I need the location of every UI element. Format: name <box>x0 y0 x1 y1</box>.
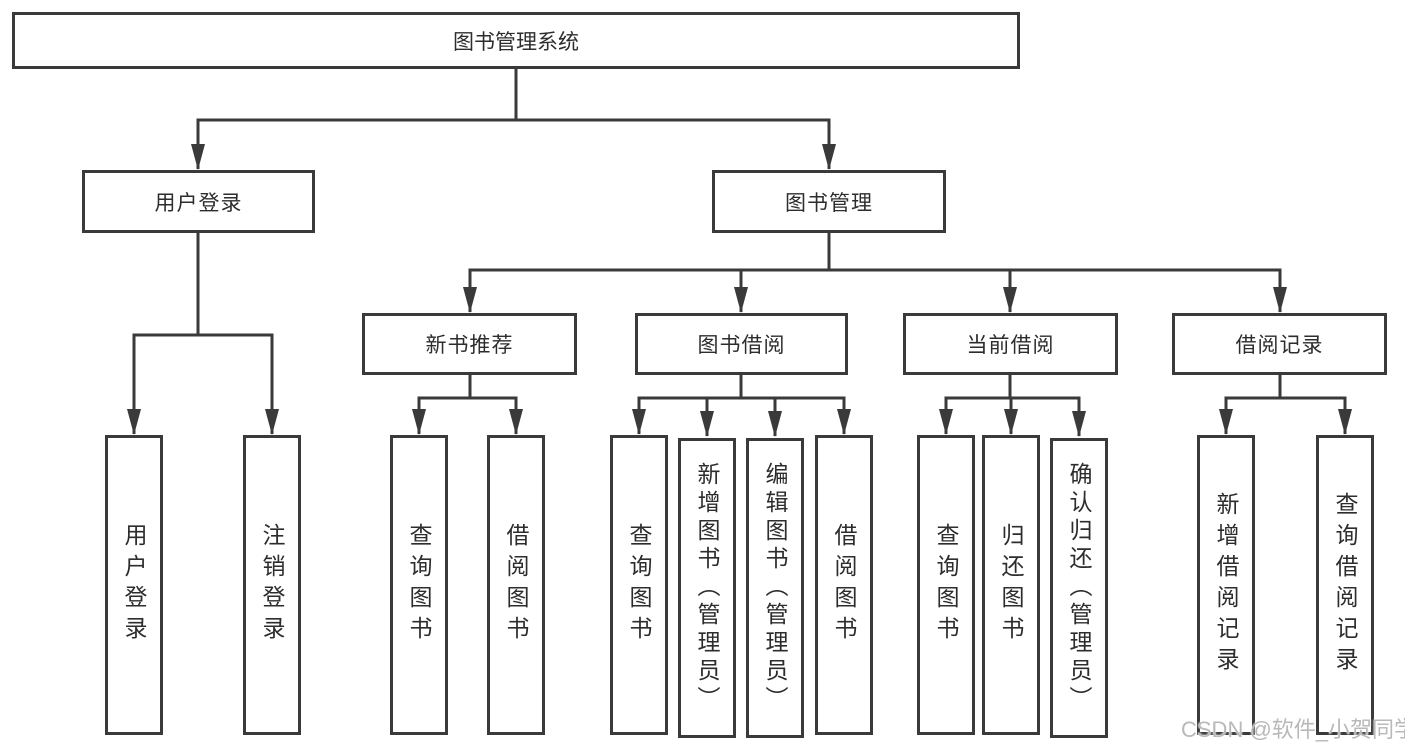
connector-new-book-recommendation-to-leaves <box>412 375 523 435</box>
leaf-bb-borrow-books: 借阅图书 <box>815 435 873 735</box>
node-borrowing-records: 借阅记录 <box>1172 313 1387 375</box>
leaf-nbr-query-books: 查询图书 <box>390 435 448 735</box>
leaf-nbr-borrow-books: 借阅图书 <box>487 435 545 735</box>
csdn-watermark: CSDN @软件_小贺同学 <box>1181 717 1405 742</box>
connector-book-borrowing-to-leaves <box>632 375 851 437</box>
connector-user-login-to-leaves <box>127 233 279 435</box>
connector-root-to-level2 <box>191 68 836 170</box>
leaf-user-login: 用户登录 <box>105 435 163 735</box>
node-user-login: 用户登录 <box>82 170 315 233</box>
node-book-management: 图书管理 <box>712 170 946 233</box>
node-book-borrowing: 图书借阅 <box>635 313 848 375</box>
connector-current-borrowing-to-leaves <box>939 375 1086 437</box>
leaf-bb-edit-book-admin: 编辑图书（管理员） <box>746 438 804 738</box>
leaf-cb-query-books: 查询图书 <box>917 435 975 735</box>
node-new-book-recommendation: 新书推荐 <box>362 313 577 375</box>
connector-book-management-to-groups <box>463 233 1287 313</box>
leaf-br-query-borrow-record: 查询借阅记录 <box>1316 435 1374 735</box>
leaf-bb-query-books: 查询图书 <box>610 435 668 735</box>
leaf-cb-confirm-return-admin: 确认归还（管理员） <box>1050 438 1108 738</box>
node-library-management-system: 图书管理系统 <box>12 12 1020 69</box>
leaf-cb-return-books: 归还图书 <box>982 435 1040 735</box>
leaf-bb-add-book-admin: 新增图书（管理员） <box>678 438 736 738</box>
leaf-logout: 注销登录 <box>243 435 301 735</box>
leaf-br-add-borrow-record: 新增借阅记录 <box>1197 435 1255 735</box>
node-current-borrowing: 当前借阅 <box>903 313 1118 375</box>
connector-borrowing-records-to-leaves <box>1219 375 1352 435</box>
